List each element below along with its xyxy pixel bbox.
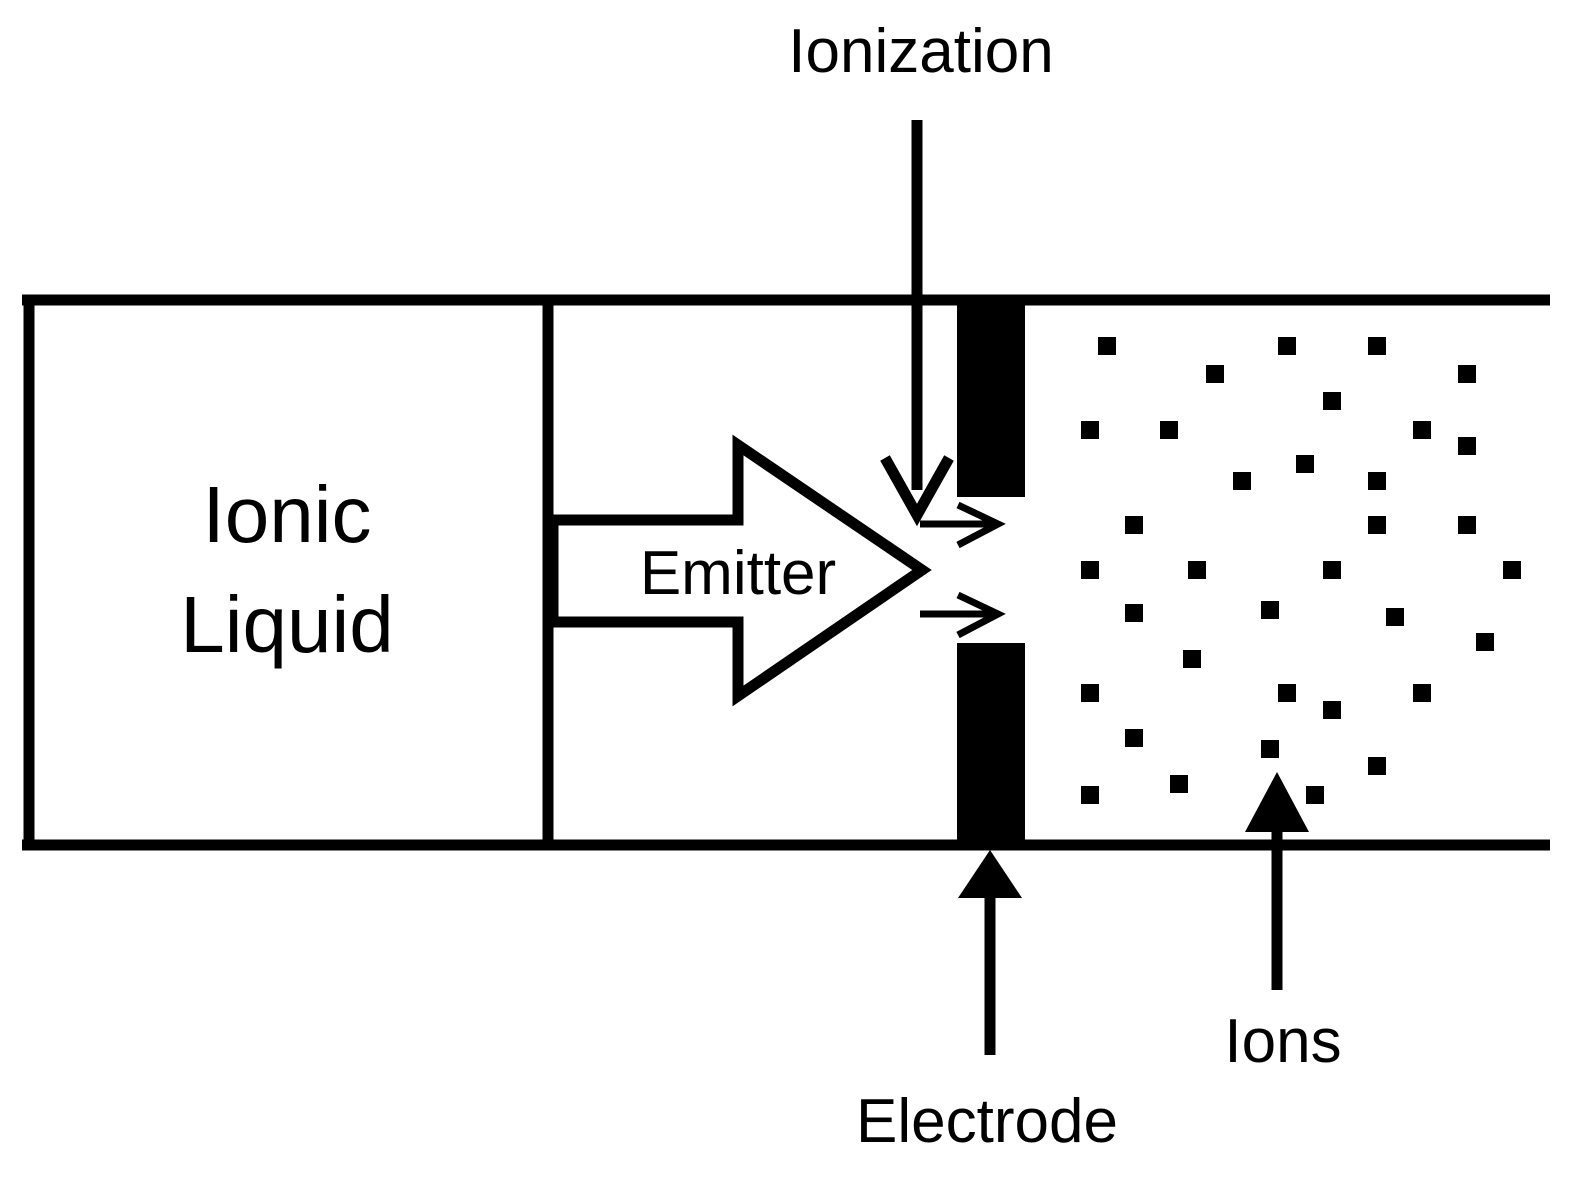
ion-particle [1081, 421, 1099, 439]
ionic-liquid-label-line1: Ionic [203, 470, 372, 559]
ion-particle [1323, 561, 1341, 579]
ion-particle [1183, 650, 1201, 668]
ion-particle [1368, 757, 1386, 775]
ion-particle [1413, 421, 1431, 439]
ion-particle [1081, 684, 1099, 702]
ion-particle [1458, 516, 1476, 534]
ion-particle [1323, 392, 1341, 410]
ion-particle [1206, 365, 1224, 383]
ion-particle [1261, 601, 1279, 619]
ion-particle [1476, 633, 1494, 651]
ion-particle [1458, 365, 1476, 383]
emitter-arrow [547, 434, 932, 707]
ion-particle [1296, 455, 1314, 473]
ion-particle [1170, 775, 1188, 793]
ionization-label: Ionization [788, 17, 1053, 86]
ion-particle [1323, 701, 1341, 719]
ions-label: Ions [1224, 1007, 1341, 1076]
electrode-label: Electrode [856, 1087, 1118, 1156]
ion-particle [1368, 516, 1386, 534]
ion-flow-arrow-lower-head [956, 591, 1006, 639]
ion-particle [1278, 337, 1296, 355]
ion-particle [1368, 337, 1386, 355]
ion-particle [1098, 337, 1116, 355]
ion-particle [1081, 561, 1099, 579]
ion-particle [1233, 472, 1251, 490]
ionization-pointer-head [880, 455, 954, 527]
ionic-liquid-label-line2: Liquid [180, 580, 394, 669]
ion-flow-arrow-upper-head [956, 501, 1006, 549]
ion-particle [1160, 421, 1178, 439]
ion-particle [1503, 561, 1521, 579]
ion-particle [1458, 437, 1476, 455]
ions-pointer-head [1245, 772, 1309, 832]
ion-particle [1306, 786, 1324, 804]
ion-particle [1386, 608, 1404, 626]
ion-particle [1413, 684, 1431, 702]
emitter-label: Emitter [640, 539, 836, 608]
electrode-pointer-head [958, 850, 1022, 898]
ion-particle [1125, 604, 1143, 622]
ion-particle [1125, 729, 1143, 747]
ion-particle [1081, 786, 1099, 804]
ion-particle [1368, 472, 1386, 490]
electrode-lower-plate [957, 643, 1025, 842]
ion-particle [1188, 561, 1206, 579]
ion-particle [1278, 684, 1296, 702]
electrode-upper-plate [957, 302, 1025, 497]
ion-particle [1125, 516, 1143, 534]
ion-particle [1261, 740, 1279, 758]
ion-particles [1081, 337, 1521, 804]
